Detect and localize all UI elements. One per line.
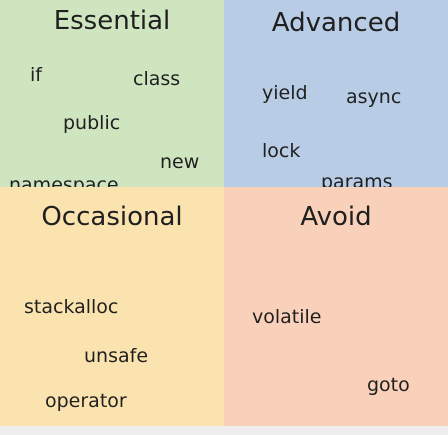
keyword: namespace [9, 174, 119, 187]
keyword: goto [367, 374, 410, 396]
keyword: class [133, 68, 181, 90]
quadrant-avoid: Avoid volatile goto [224, 187, 448, 426]
keyword: async [346, 86, 402, 108]
quadrant-title: Essential [53, 6, 171, 36]
keyword: yield [262, 82, 308, 104]
quadrant-title: Advanced [271, 8, 401, 38]
keyword: lock [262, 140, 301, 162]
keyword: if [30, 64, 42, 86]
keyword: new [160, 151, 200, 173]
keyword: stackalloc [24, 296, 119, 318]
bottom-strip [0, 426, 448, 435]
quadrant-advanced: Advanced yield async lock params [224, 0, 448, 187]
keyword: volatile [252, 306, 322, 328]
keyword: unsafe [84, 345, 149, 367]
quadrant-title: Avoid [300, 202, 372, 232]
quadrant-occasional: Occasional stackalloc unsafe operator [0, 187, 224, 426]
keyword: operator [45, 390, 127, 412]
quadrant-essential: Essential if class public new namespace [0, 0, 224, 187]
keyword: public [63, 112, 121, 134]
keyword: params [321, 171, 393, 187]
quadrant-title: Occasional [41, 202, 183, 232]
